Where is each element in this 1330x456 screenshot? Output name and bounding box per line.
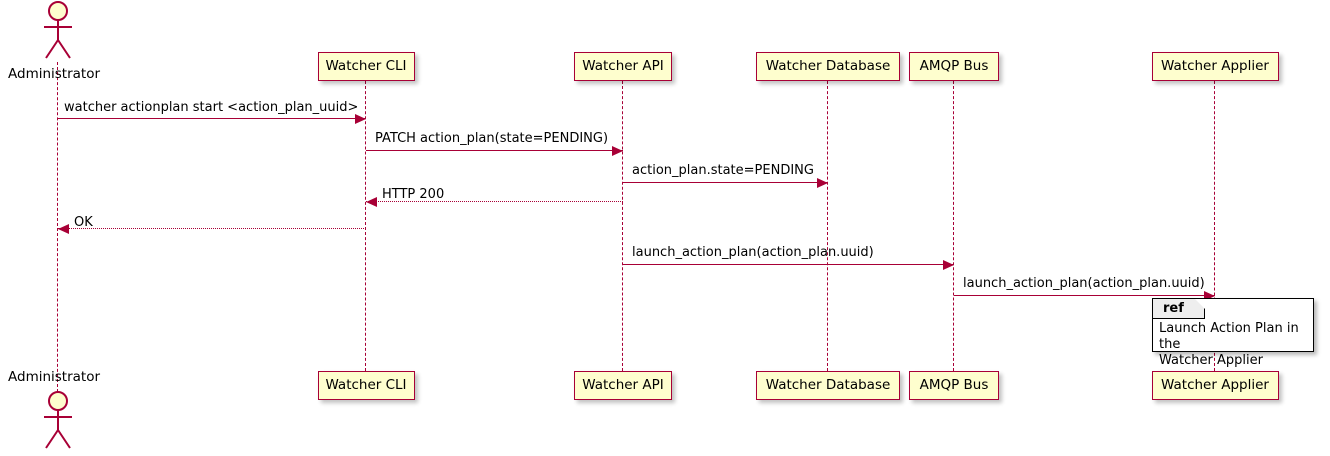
participant-amqp-bus[interactable]: AMQP Bus <box>909 371 999 400</box>
participant-watcher-applier[interactable]: Watcher Applier <box>1151 371 1279 400</box>
message-arrowhead-m4 <box>366 196 377 207</box>
participant-amqp-bus[interactable]: AMQP Bus <box>909 52 999 81</box>
message-label-m3: action_plan.state=PENDING <box>632 163 814 178</box>
message-line-m2 <box>366 150 623 151</box>
actor-figure-administrator <box>37 390 79 456</box>
message-label-m7: launch_action_plan(action_plan.uuid) <box>963 276 1205 291</box>
message-label-m4: HTTP 200 <box>382 187 445 202</box>
message-arrowhead-m6 <box>943 259 954 270</box>
message-label-m1: watcher actionplan start <action_plan_uu… <box>64 100 359 115</box>
participant-watcher-api[interactable]: Watcher API <box>574 371 672 400</box>
message-line-m7 <box>954 295 1215 296</box>
message-line-m4 <box>366 201 623 202</box>
message-line-m6 <box>623 264 954 265</box>
participant-watcher-applier[interactable]: Watcher Applier <box>1151 52 1279 81</box>
message-arrowhead-m1 <box>355 113 366 124</box>
message-line-m3 <box>623 182 828 183</box>
message-line-m5 <box>58 228 366 229</box>
actor-label-administrator: Administrator <box>8 369 101 385</box>
participant-watcher-database[interactable]: Watcher Database <box>756 371 900 400</box>
lifeline-watcher-cli <box>365 81 367 371</box>
lifeline-administrator <box>57 62 59 392</box>
message-label-m6: launch_action_plan(action_plan.uuid) <box>632 245 874 260</box>
participant-watcher-cli[interactable]: Watcher CLI <box>317 52 415 81</box>
actor-figure-administrator <box>37 0 79 66</box>
message-label-m5: OK <box>74 215 93 230</box>
lifeline-watcher-database <box>827 81 829 371</box>
message-arrowhead-m2 <box>612 145 623 156</box>
participant-watcher-database[interactable]: Watcher Database <box>756 52 900 81</box>
message-arrowhead-m3 <box>817 177 828 188</box>
actor-label-administrator: Administrator <box>8 66 101 82</box>
message-arrowhead-m7 <box>1204 290 1215 301</box>
fragment-operator-label: ref <box>1153 299 1205 319</box>
message-line-m1 <box>58 118 366 119</box>
participant-watcher-api[interactable]: Watcher API <box>574 52 672 81</box>
message-arrowhead-m5 <box>58 223 69 234</box>
fragment-text: Launch Action Plan in the Watcher Applie… <box>1159 321 1299 368</box>
message-label-m2: PATCH action_plan(state=PENDING) <box>375 131 609 146</box>
participant-watcher-cli[interactable]: Watcher CLI <box>317 371 415 400</box>
lifeline-watcher-applier <box>1214 81 1216 371</box>
lifeline-amqp-bus <box>953 81 955 371</box>
lifeline-watcher-api <box>622 81 624 371</box>
